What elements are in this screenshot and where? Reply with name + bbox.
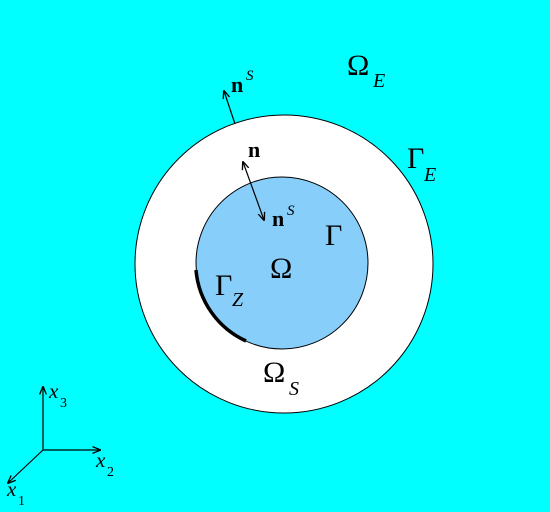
omega-s-label: Ω S	[263, 356, 299, 400]
x3-axis-label: x 3	[48, 379, 67, 411]
inner-normal-label: n S	[272, 203, 295, 231]
svg-text:Z: Z	[232, 289, 244, 311]
gamma-z-boundary-arc	[194, 269, 247, 343]
x1-axis-arrow	[8, 449, 44, 483]
svg-text:E: E	[423, 164, 436, 186]
svg-text:Γ: Γ	[407, 142, 424, 175]
svg-text:S: S	[289, 378, 299, 400]
svg-text:1: 1	[18, 494, 25, 509]
svg-text:2: 2	[107, 465, 114, 480]
gamma-e-label: Γ E	[407, 142, 436, 186]
outer-normal-arrow	[224, 91, 236, 125]
gamma-label: Γ	[325, 219, 342, 252]
gamma-z-label: Γ Z	[215, 269, 244, 311]
svg-text:Ω: Ω	[270, 252, 292, 285]
omega-e-label: Ω E	[347, 49, 385, 92]
x2-axis-label: x 2	[95, 448, 114, 480]
svg-text:x: x	[95, 448, 106, 472]
svg-text:3: 3	[60, 396, 67, 411]
svg-text:Γ: Γ	[215, 269, 232, 302]
svg-text:n: n	[248, 137, 260, 162]
outer-normal-label: n S	[231, 68, 254, 97]
inner-normal-arrow	[243, 162, 264, 220]
x1-axis-label: x 1	[6, 477, 25, 509]
svg-text:x: x	[6, 477, 17, 501]
svg-text:Γ: Γ	[325, 219, 342, 252]
coordinate-axes: x 3 x 2 x 1	[6, 379, 114, 509]
svg-text:n: n	[272, 206, 284, 231]
svg-text:Ω: Ω	[347, 49, 369, 82]
interior-region	[195, 176, 369, 350]
svg-text:S: S	[246, 68, 254, 84]
svg-text:S: S	[287, 203, 295, 219]
normal-label: n	[248, 137, 260, 162]
svg-text:x: x	[48, 379, 59, 403]
omega-label: Ω	[270, 252, 292, 285]
svg-text:n: n	[231, 72, 243, 97]
svg-text:E: E	[372, 70, 385, 92]
svg-text:Ω: Ω	[263, 356, 285, 389]
